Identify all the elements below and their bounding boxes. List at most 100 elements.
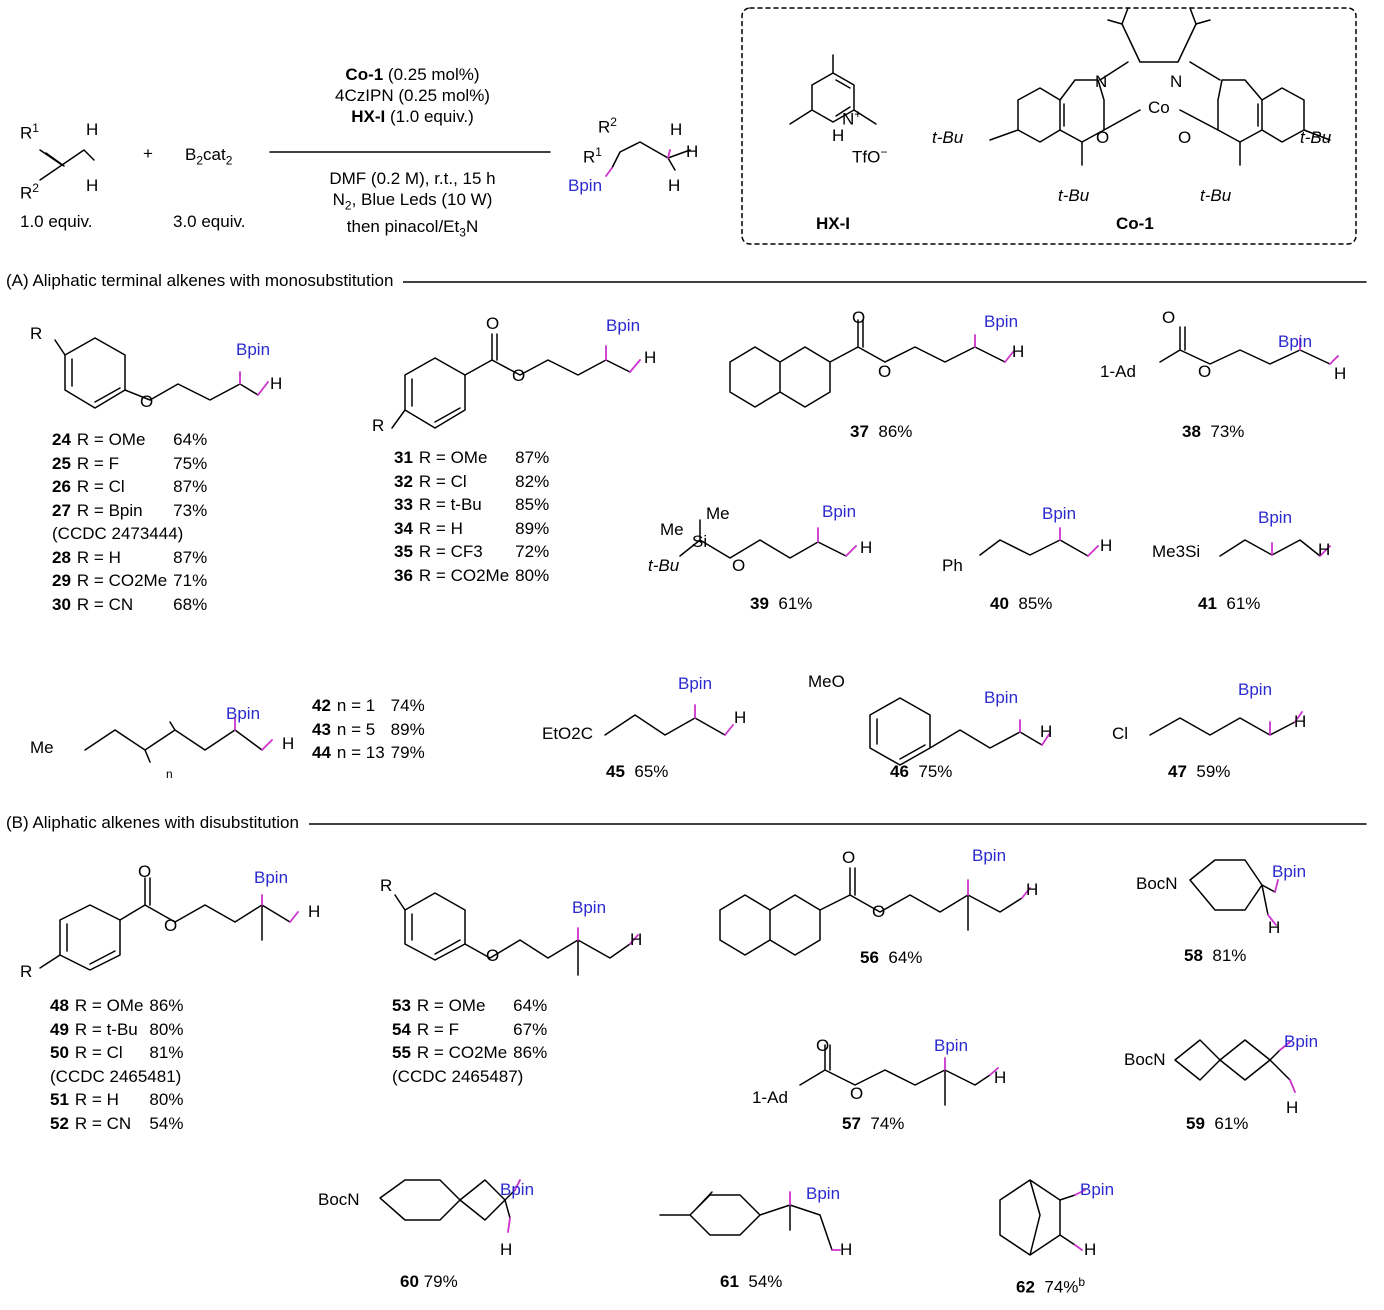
compound-id: 26 <box>52 477 71 496</box>
c41-bpin: Bpin <box>1258 508 1293 527</box>
reactant-r1: R1 <box>20 121 39 143</box>
compound-substituent: R = t-Bu <box>74 1019 138 1039</box>
compound-yield: 89% <box>515 518 550 538</box>
compound-substituent: R = Cl <box>418 471 467 491</box>
c47-h: H <box>1294 712 1307 731</box>
compound-yield: 68% <box>173 594 208 614</box>
c24-h: H <box>270 374 283 393</box>
section-b-title: (B) Aliphatic alkenes with disubstitutio… <box>6 813 309 833</box>
c31-r: R <box>372 416 385 435</box>
conditions-above: Co-1 (0.25 mol%) 4CzIPN (0.25 mol%) HX-I… <box>335 65 490 126</box>
c37-bpin: Bpin <box>984 312 1019 331</box>
c42-n: n <box>166 767 173 781</box>
compound-id: 51 <box>50 1090 69 1109</box>
compound-substituent: R = CO2Me <box>416 1043 508 1062</box>
conditions-below: DMF (0.2 M), r.t., 15 h N2, Blue Leds (1… <box>329 169 496 240</box>
c41-h: H <box>1318 540 1331 559</box>
compound-yield: 82% <box>515 471 550 491</box>
c47-bpin: Bpin <box>1238 680 1273 699</box>
compound-yield: 54% <box>149 1113 184 1133</box>
compound-yield: 72% <box>515 542 550 561</box>
product-h1: H <box>670 120 683 139</box>
c46-h: H <box>1040 722 1053 741</box>
co-n-left: N <box>1095 72 1108 91</box>
c57-o1: O <box>816 1036 830 1055</box>
c62-label: 62 74%b <box>1016 1275 1086 1297</box>
compound-substituent: R = H <box>74 1090 119 1109</box>
c61-label: 61 54% <box>720 1272 783 1291</box>
compound-substituent: R = H <box>76 547 121 567</box>
compound-id: 33 <box>394 495 413 514</box>
compound-id: 36 <box>394 565 413 585</box>
compound-yield: 73% <box>173 500 208 520</box>
compound-id: 42 <box>312 696 331 715</box>
c58-h: H <box>1268 918 1281 937</box>
compound-yield: 87% <box>515 448 550 467</box>
c39-h: H <box>860 538 873 557</box>
c47-cl: Cl <box>1112 724 1129 743</box>
compound-substituent: R = CF3 <box>418 542 483 561</box>
c31-o1: O <box>486 314 500 333</box>
c58-label: 58 81% <box>1184 946 1247 965</box>
compound-substituent: R = OMe <box>416 996 486 1015</box>
table-row: (CCDC 2465481) <box>50 1065 189 1089</box>
compound-id: 55 <box>392 1043 411 1062</box>
c40-ph: Ph <box>942 556 963 575</box>
c57-o2: O <box>850 1084 864 1103</box>
c53-o: O <box>486 946 500 965</box>
co-o-right: O <box>1178 128 1192 147</box>
c39-si: Si <box>692 532 708 551</box>
co-tbu-1: t-Bu <box>932 128 964 147</box>
c48-h: H <box>308 902 321 921</box>
compound-id: 24 <box>52 430 71 449</box>
compound-id: 43 <box>312 719 331 739</box>
c39-tbu: t-Bu <box>648 556 680 575</box>
c60-h: H <box>500 1240 513 1259</box>
plus-sign: + <box>143 144 153 163</box>
c31-o2: O <box>512 366 526 385</box>
reactant2-equiv: 3.0 equiv. <box>173 212 246 231</box>
table-row: (CCDC 2465487) <box>392 1065 553 1089</box>
c48-o2: O <box>164 916 178 935</box>
c39-o: O <box>732 556 746 575</box>
c56-o1: O <box>842 848 856 867</box>
compound-id: 53 <box>392 996 411 1015</box>
c38-ad: 1-Ad <box>1100 362 1136 381</box>
c47-label: 47 59% <box>1168 762 1231 781</box>
c56-o2: O <box>872 902 886 921</box>
c42-me: Me <box>30 738 54 757</box>
compound-yield: 85% <box>515 495 550 514</box>
co-label: Co-1 <box>1116 214 1154 233</box>
c59-h: H <box>1286 1098 1299 1117</box>
compound-substituent: R = F <box>76 453 119 473</box>
compound-substituent: R = OMe <box>74 996 144 1015</box>
compound-substituent: R = Cl <box>76 477 125 496</box>
c37-o2: O <box>878 362 892 381</box>
c45-h: H <box>734 708 747 727</box>
c61-bpin: Bpin <box>806 1184 841 1203</box>
compound-id: 25 <box>52 453 71 473</box>
c39-bpin: Bpin <box>822 502 857 521</box>
c42-h: H <box>282 734 295 753</box>
compound-substituent: R = CN <box>74 1113 132 1133</box>
c38-o1: O <box>1162 308 1176 327</box>
c48-bpin: Bpin <box>254 868 289 887</box>
c40-label: 40 85% <box>990 594 1053 613</box>
compound-yield: 79% <box>390 743 425 762</box>
compound-substituent: R = OMe <box>418 448 488 467</box>
compound-yield: 89% <box>390 719 425 739</box>
c57-h: H <box>994 1068 1007 1087</box>
product-h2: H <box>686 142 699 161</box>
reactant2-b2cat2: B2cat2 <box>185 145 233 168</box>
c59-bocn: BocN <box>1124 1050 1166 1069</box>
product-r1: R1 <box>583 145 602 167</box>
compound-substituent: (CCDC 2473444) <box>52 524 184 543</box>
